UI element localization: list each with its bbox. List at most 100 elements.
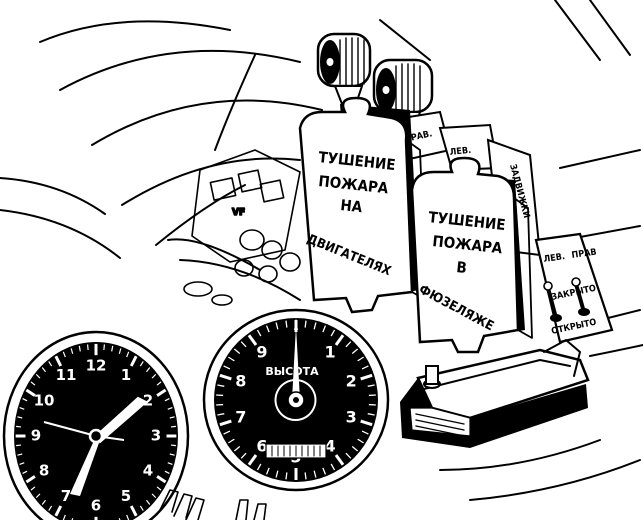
altimeter-tick — [330, 463, 336, 471]
altimeter-number: 4 — [325, 436, 336, 455]
clock-tick — [126, 351, 130, 358]
altimeter-tick — [247, 334, 258, 346]
clock-tick — [170, 425, 176, 428]
altimeter-tick — [345, 452, 352, 459]
valve-toggle-right[interactable] — [571, 277, 590, 316]
clock-tick — [164, 397, 170, 402]
altimeter-needle — [287, 318, 305, 409]
clock-tick — [170, 444, 176, 447]
clock-tick — [169, 416, 175, 419]
altimeter-number: 1 — [325, 343, 336, 362]
lower-knobs — [159, 489, 267, 520]
altimeter-tick — [247, 454, 258, 466]
clock-number: 5 — [121, 487, 131, 505]
clock-tick — [48, 361, 53, 367]
clock-tick — [25, 475, 36, 484]
clock-tick — [41, 499, 46, 505]
clock-tick — [167, 462, 173, 466]
clock-number: 2 — [143, 392, 153, 410]
engine-card-line3: НА — [340, 196, 364, 216]
switch-label-right: ПРАВ — [571, 248, 597, 261]
altimeter-tick — [285, 472, 288, 480]
clock-tick — [169, 453, 175, 456]
clock-tick — [35, 493, 41, 499]
altimeter-center-label: ВЫСОТА — [265, 365, 319, 378]
altimeter-number: 2 — [346, 372, 357, 391]
tab-left-label: ЛЕВ. — [449, 146, 471, 158]
altimeter-tick — [334, 454, 345, 466]
altimeter-tick — [361, 430, 369, 435]
clock-tick-marks — [15, 343, 177, 520]
clock-tick — [48, 505, 53, 511]
clock-tick — [151, 493, 157, 499]
clock-number: 11 — [56, 366, 77, 384]
clock-tick — [35, 373, 41, 379]
clock-number: 12 — [86, 357, 107, 375]
clock-tick — [156, 388, 167, 397]
clock-tick — [41, 367, 46, 373]
altimeter-number: 6 — [256, 436, 267, 455]
clock-tick — [129, 505, 138, 517]
switch-guard-cover[interactable] — [400, 339, 590, 448]
clock-tick — [16, 425, 22, 428]
clock-tick — [129, 355, 138, 367]
clock-number: 7 — [61, 487, 71, 505]
clock-hands — [43, 396, 148, 496]
altimeter-tick — [357, 356, 364, 362]
altimeter-tick — [256, 463, 262, 471]
clock-tick — [151, 373, 157, 379]
clock-tick — [30, 486, 36, 491]
fire-card-engines[interactable]: ТУШЕНИЕ ПОЖАРА НА ДВИГАТЕЛЯХ — [298, 96, 427, 314]
altimeter-tick — [223, 365, 231, 370]
altimeter-tick — [322, 467, 327, 475]
clock-tick — [103, 344, 105, 351]
altimeter-tick — [228, 356, 235, 362]
cockpit-frame-lines — [0, 0, 643, 501]
altimeter-tick — [351, 348, 359, 354]
valve-toggle-left[interactable] — [543, 281, 562, 322]
altimeter-tick-marks — [216, 320, 376, 480]
clock-tick — [118, 348, 122, 354]
altimeter-tick — [265, 325, 270, 333]
clock-tick — [111, 345, 114, 352]
clock-tick — [19, 406, 25, 410]
altimeter-tick — [334, 334, 345, 346]
altimeter-tick — [275, 470, 279, 478]
clock-number: 1 — [121, 366, 131, 384]
altimeter-tick — [357, 438, 364, 444]
altimeter-tick — [330, 329, 336, 337]
altimeter-tick — [322, 325, 327, 333]
clock-tick — [156, 475, 167, 484]
altimeter-tick — [360, 419, 373, 427]
altimeter-tick — [345, 341, 352, 348]
clock-number: 3 — [151, 427, 161, 445]
switch-label-left: ЛЕВ. — [543, 252, 566, 265]
altimeter-tick — [219, 373, 232, 381]
fire-knob-engines[interactable] — [316, 32, 372, 105]
clock-number: 4 — [143, 462, 153, 480]
clock-tick — [146, 499, 151, 505]
clock-tick — [54, 505, 63, 517]
clock-tick — [22, 470, 28, 475]
clock-tick — [70, 348, 74, 354]
clock-number: 6 — [91, 497, 101, 515]
clock-tick — [30, 381, 36, 386]
clock-tick — [126, 514, 130, 520]
background-instruments: VF — [183, 149, 301, 306]
altimeter-tick — [360, 373, 373, 381]
clock-tick — [139, 361, 144, 367]
altimeter-tick — [219, 419, 232, 427]
clock-tick — [62, 514, 66, 520]
altimeter-tick — [217, 413, 225, 416]
altimeter-tick — [313, 322, 317, 330]
clock-tick — [62, 351, 66, 358]
altimeter-tick — [275, 322, 279, 330]
fire-card-fuselage[interactable]: ТУШЕНИЕ ПОЖАРА В ФЮЗЕЛЯЖЕ — [410, 156, 533, 354]
altimeter-tick — [228, 438, 235, 444]
altimeter-tick — [217, 384, 225, 387]
altimeter-number: 9 — [256, 343, 267, 362]
